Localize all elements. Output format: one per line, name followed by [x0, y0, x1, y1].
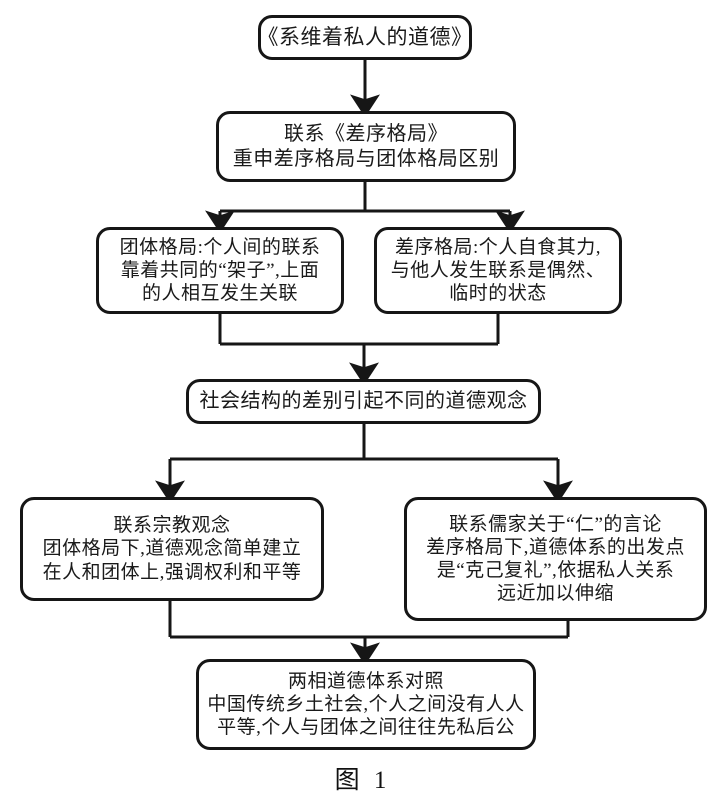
node-link-chaxu[interactable]: 联系《差序格局》 重申差序格局与团体格局区别: [216, 111, 516, 182]
node-tuanti-line-1: 团体格局:个人间的联系: [119, 236, 321, 258]
node-chaxu-line-3: 临时的状态: [449, 283, 547, 305]
node-religion-line-3: 在人和团体上,强调权利和平等: [42, 561, 302, 583]
node-tuanti-line-3: 的人相互发生关联: [141, 283, 298, 305]
node-confucian-line-2: 差序格局下,道德体系的出发点: [426, 536, 685, 558]
node-title[interactable]: 《系维着私人的道德》: [258, 15, 472, 60]
node-compare-line-2: 中国传统乡土社会,个人之间没有人人: [207, 693, 525, 715]
node-compare-line-1: 两相道德体系对照: [287, 670, 444, 692]
node-link-chaxu-line-2: 重申差序格局与团体格局区别: [232, 147, 500, 170]
node-structure-line-1: 社会结构的差别引起不同的道德观念: [199, 390, 528, 413]
node-title-line-1: 《系维着私人的道德》: [257, 24, 473, 49]
node-religion-line-2: 团体格局下,道德观念简单建立: [42, 538, 302, 560]
node-tuanti-line-2: 靠着共同的“架子”,上面: [120, 259, 320, 281]
node-link-chaxu-line-1: 联系《差序格局》: [284, 123, 448, 146]
node-chaxu-geju[interactable]: 差序格局:个人自食其力, 与他人发生联系是偶然、 临时的状态: [374, 227, 622, 314]
node-religion-concept[interactable]: 联系宗教观念 团体格局下,道德观念简单建立 在人和团体上,强调权利和平等: [20, 497, 324, 601]
node-tuanti-geju[interactable]: 团体格局:个人间的联系 靠着共同的“架子”,上面 的人相互发生关联: [96, 227, 344, 314]
node-social-structure[interactable]: 社会结构的差别引起不同的道德观念: [186, 379, 541, 424]
connector-link-to-split: [205, 182, 525, 234]
node-compare-moral-systems[interactable]: 两相道德体系对照 中国传统乡土社会,个人之间没有人人 平等,个人与团体之间往往先…: [196, 659, 536, 750]
node-confucian-ren[interactable]: 联系儒家关于“仁”的言论 差序格局下,道德体系的出发点 是“克己复礼”,依据私人…: [404, 497, 707, 621]
node-confucian-line-4: 远近加以伸缩: [496, 583, 614, 605]
figure-caption: 图 1: [334, 767, 391, 794]
node-chaxu-line-1: 差序格局:个人自食其力,: [394, 236, 602, 258]
node-compare-line-3: 平等,个人与团体之间往往先私后公: [217, 717, 515, 739]
node-confucian-line-1: 联系儒家关于“仁”的言论: [449, 513, 662, 535]
node-confucian-line-3: 是“克己复礼”,依据私人关系: [436, 560, 675, 581]
node-religion-line-1: 联系宗教观念: [113, 515, 231, 537]
connector-pair-merge-to-structure: [218, 314, 500, 386]
connector-structure-to-split: [155, 424, 573, 504]
node-chaxu-line-2: 与他人发生联系是偶然、: [390, 259, 606, 281]
